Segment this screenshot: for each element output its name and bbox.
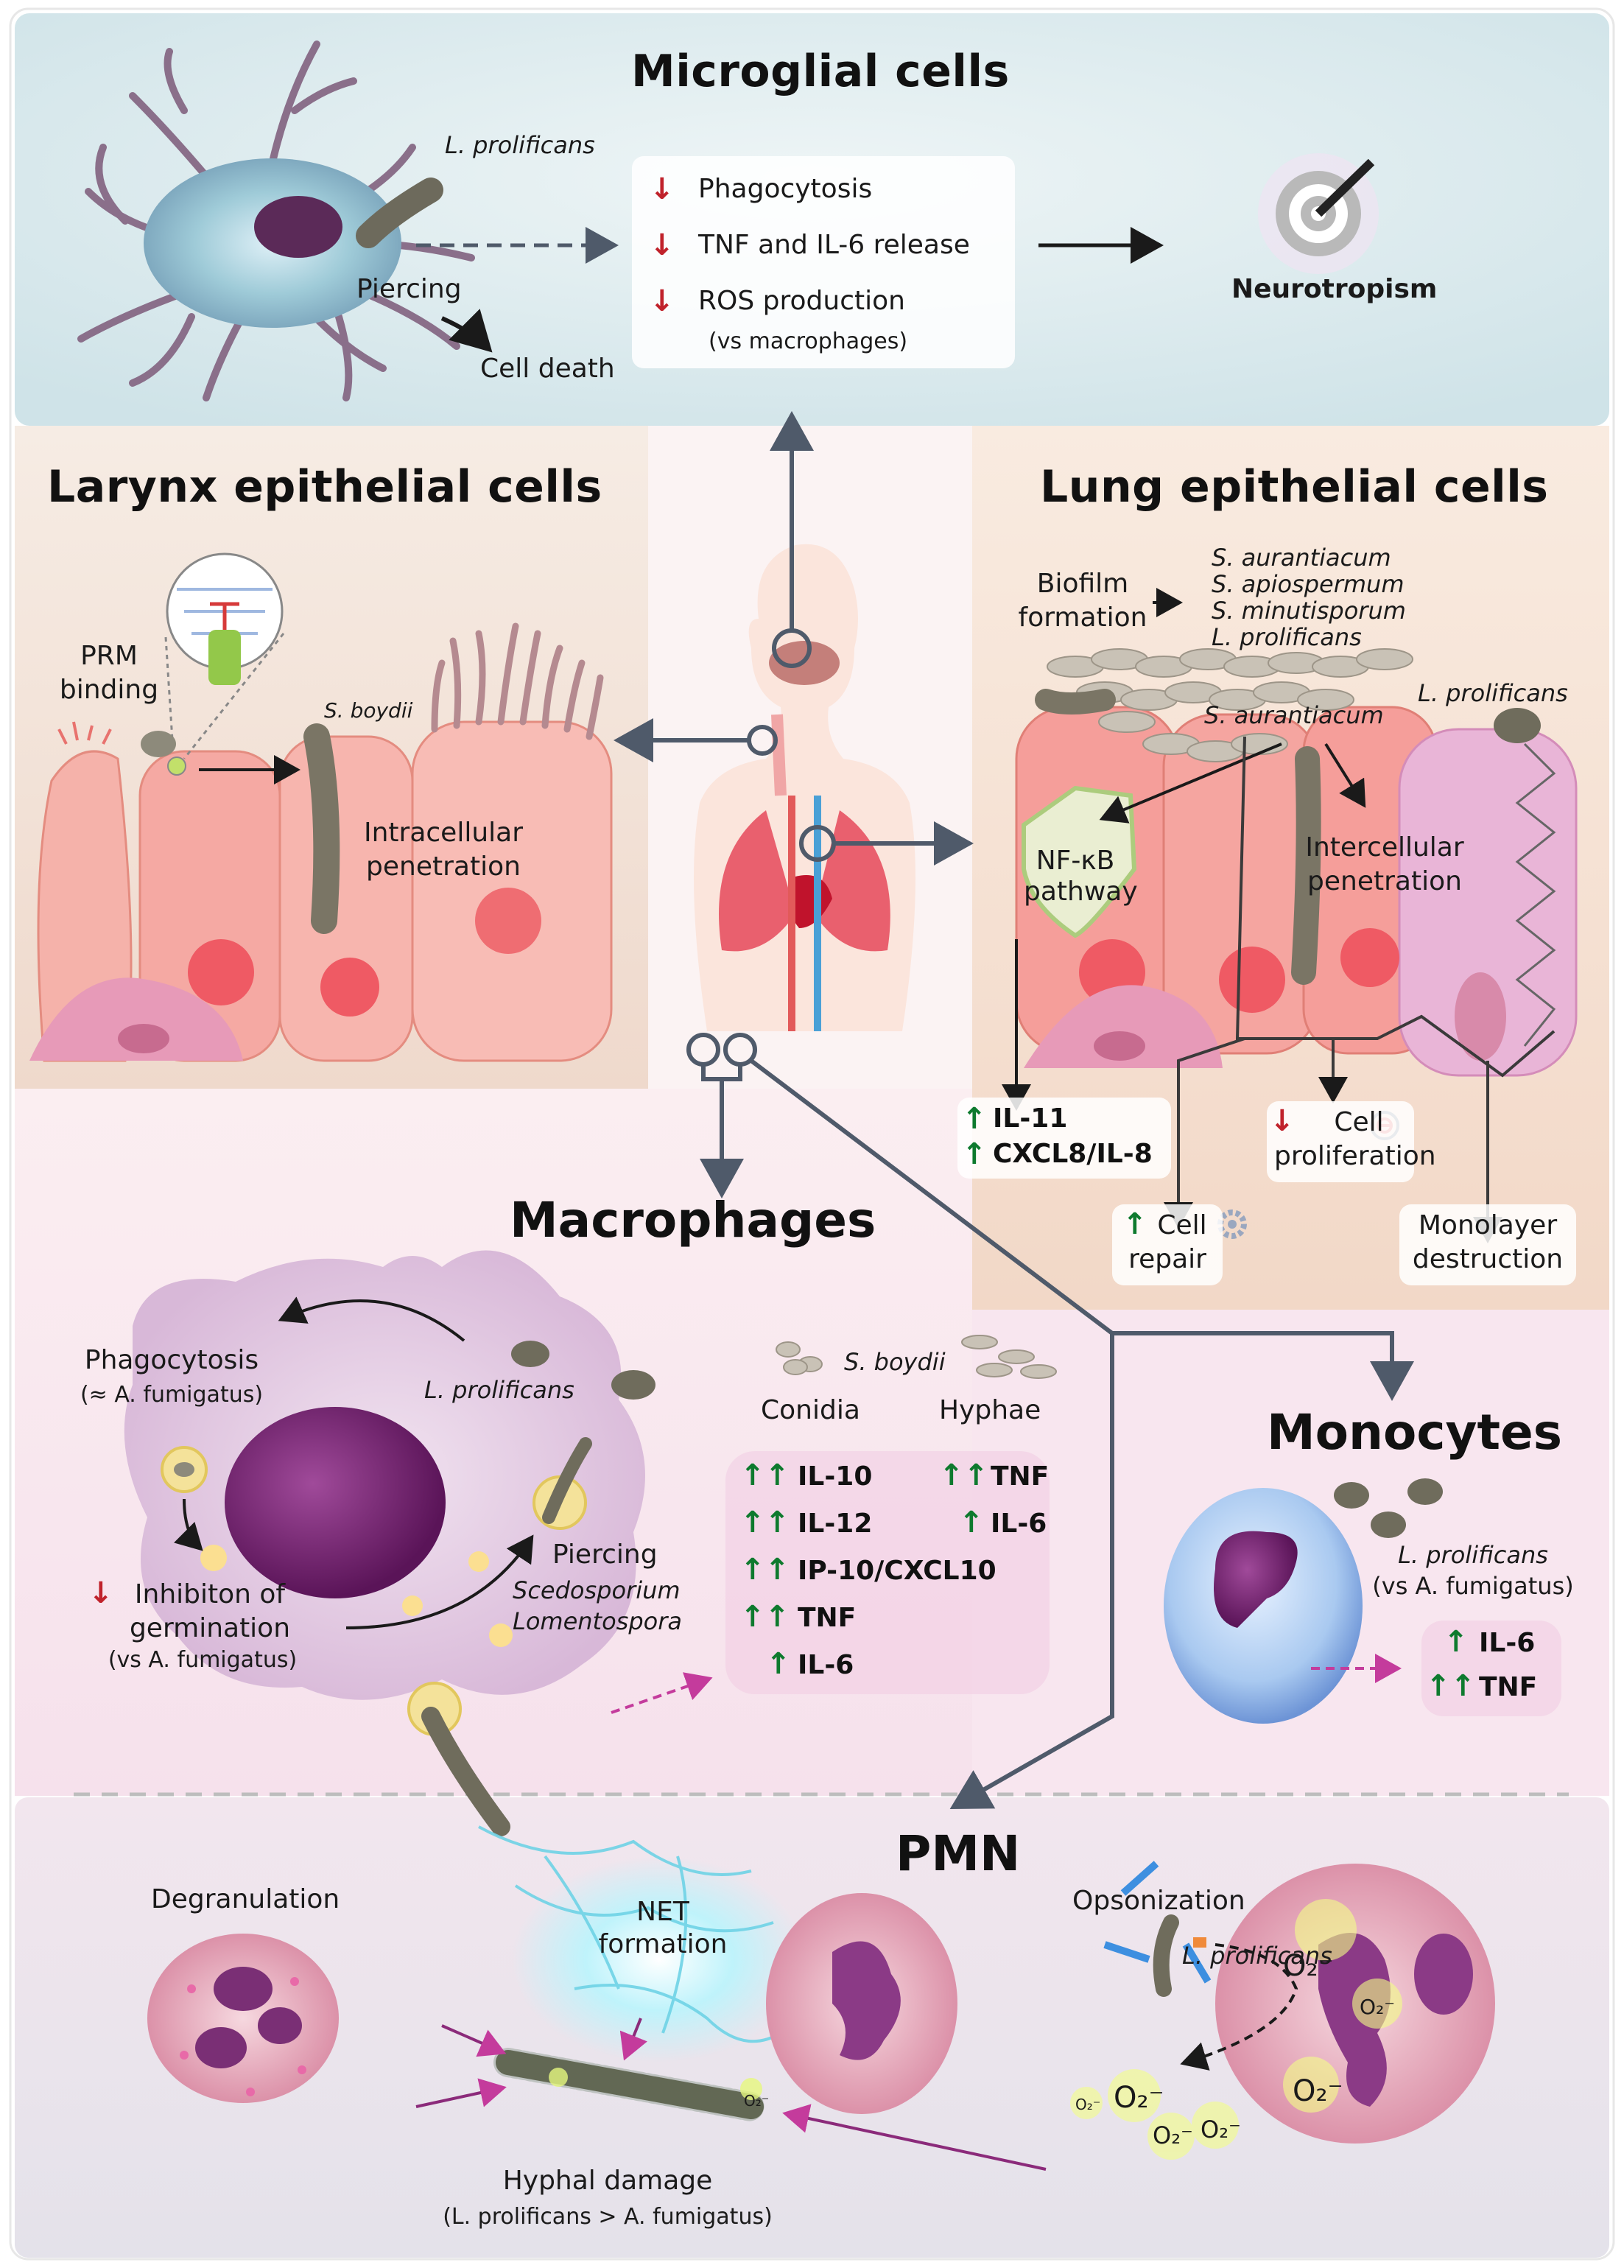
lung-epithelium <box>1002 588 1578 1243</box>
monocyte-cytokine-2: TNF <box>1479 1672 1538 1702</box>
macrophage-piercing-label: Piercing <box>552 1539 658 1570</box>
lung-cytokine-box: ↑ IL-11 ↑ CXCL8/IL-8 <box>957 1098 1171 1179</box>
net-formation-label: NET formation <box>598 1897 728 1959</box>
target-icon <box>1258 153 1379 274</box>
hyphae-cytokine-1: TNF <box>991 1461 1050 1492</box>
lung-cytokine-cxcl8: CXCL8/IL-8 <box>993 1139 1153 1169</box>
sboydii-label: S. boydii <box>844 1348 946 1376</box>
cell-proliferation-label: Cell proliferation <box>1274 1107 1436 1171</box>
biofilm-species-1: S. aurantiacum <box>1212 544 1391 572</box>
effect-tnf-il6: TNF and IL-6 release <box>698 230 970 260</box>
up-arrow-icon: ↑ <box>962 1102 987 1136</box>
conidia-cytokine-4: TNF <box>798 1603 857 1633</box>
pmn-species-label: L. prolificans <box>1182 1942 1332 1970</box>
up-arrow-icon: ↑ <box>766 1647 791 1681</box>
up-arrow-icon: ↑ <box>1122 1207 1147 1241</box>
microglia-species-label: L. prolificans <box>445 131 595 159</box>
up-arrow-icon: ↑ <box>959 1506 984 1539</box>
double-up-arrow-icon: ↑↑ <box>740 1506 790 1539</box>
superoxide-label: O₂⁻ <box>1114 2081 1164 2115</box>
cell-proliferation-box: ↓ Cell proliferation <box>1267 1101 1436 1182</box>
lung-title: Lung epithelial cells <box>1040 461 1549 513</box>
superoxide-label: O₂⁻ <box>1293 2074 1343 2108</box>
monocyte-species-label: L. prolificans <box>1398 1541 1548 1569</box>
superoxide-label: O₂⁻ <box>1153 2121 1193 2149</box>
monolayer-label: Monolayer destruction <box>1412 1210 1564 1274</box>
phagocytosis-note: (≈ A. fumigatus) <box>80 1382 264 1408</box>
monolayer-box: Monolayer destruction <box>1399 1204 1576 1285</box>
pmn-illustration <box>147 1825 1495 2171</box>
monocyte-note: (vs A. fumigatus) <box>1372 1572 1574 1600</box>
monocytes-title: Monocytes <box>1267 1404 1563 1461</box>
down-arrow-icon: ↓ <box>88 1576 113 1610</box>
double-up-arrow-icon: ↑↑ <box>740 1458 790 1492</box>
opsonization-label: Opsonization <box>1072 1886 1245 1916</box>
conidia-cytokine-5: IL-6 <box>798 1650 854 1680</box>
gear-icon <box>1217 1210 1247 1239</box>
prm-binding-label: PRM binding <box>59 641 159 705</box>
macrophages-title: Macrophages <box>510 1192 876 1249</box>
effect-phagocytosis: Phagocytosis <box>698 174 873 204</box>
phagocytosis-label: Phagocytosis <box>84 1345 259 1375</box>
piercing-label: Piercing <box>356 274 462 304</box>
down-arrow-icon: ↓ <box>650 172 675 206</box>
conidia-cytokine-2: IL-12 <box>798 1509 873 1539</box>
hyphae-header: Hyphae <box>939 1395 1041 1425</box>
microglial-cell <box>77 41 475 401</box>
larynx-epithelium <box>29 552 613 1062</box>
neurotropism-label: Neurotropism <box>1231 274 1438 304</box>
intracellular-label: Intracellular penetration <box>363 818 524 882</box>
effect-ros: ROS production <box>698 286 905 316</box>
macrophage-species-label: L. prolificans <box>424 1376 574 1404</box>
inhibition-note: (vs A. fumigatus) <box>108 1647 298 1673</box>
pmn-title: PMN <box>896 1825 1021 1882</box>
down-arrow-icon: ↓ <box>650 284 675 318</box>
hyphal-damage-label: Hyphal damage <box>502 2166 713 2196</box>
down-arrow-icon: ↓ <box>1270 1104 1295 1138</box>
conidia-cytokine-1: IL-10 <box>798 1461 873 1492</box>
sboydii-icons <box>776 1335 1057 1379</box>
conidia-cytokine-3: IP-10/CXCL10 <box>798 1556 996 1586</box>
superoxide-label: O₂⁻ <box>1283 1949 1334 1983</box>
pierce-species-1: Scedosporium <box>513 1576 681 1604</box>
superoxide-label: O₂⁻ <box>744 2092 770 2110</box>
up-arrow-icon: ↑ <box>1444 1625 1469 1659</box>
macrophage-cell <box>124 1250 713 1836</box>
hyphal-damage-note: (L. prolificans > A. fumigatus) <box>443 2204 773 2230</box>
nfkb-label: NF-κB pathway <box>1024 846 1138 907</box>
hyphae-cytokine-2: IL-6 <box>991 1509 1047 1539</box>
effects-note: (vs macrophages) <box>709 329 908 354</box>
superoxide-label: O₂⁻ <box>1360 1995 1396 2019</box>
double-up-arrow-icon: ↑↑ <box>939 1458 989 1492</box>
biofilm-species-4: L. prolificans <box>1212 623 1362 651</box>
degranulation-label: Degranulation <box>151 1884 340 1914</box>
biofilm-species-2: S. apiospermum <box>1212 570 1405 598</box>
lung-species-b: L. prolificans <box>1418 679 1568 707</box>
monocyte-cytokine-1: IL-6 <box>1479 1628 1536 1658</box>
larynx-species-label: S. boydii <box>324 698 413 723</box>
double-up-arrow-icon: ↑↑ <box>740 1553 790 1587</box>
larynx-title: Larynx epithelial cells <box>47 461 602 513</box>
lung-cytokine-il11: IL-11 <box>993 1103 1068 1134</box>
up-arrow-icon: ↑ <box>962 1137 987 1171</box>
monocyte-cell <box>1164 1478 1561 1724</box>
biofilm-species-3: S. minutisporum <box>1212 597 1406 625</box>
pierce-species-2: Lomentospora <box>513 1607 682 1635</box>
microglia-effects-box: ↓ Phagocytosis ↓ TNF and IL-6 release ↓ … <box>632 156 1015 368</box>
cell-death-label: Cell death <box>480 354 615 384</box>
cell-repair-label: Cell repair <box>1128 1210 1207 1274</box>
cell-repair-box: ↑ Cell repair <box>1112 1204 1223 1285</box>
biofilm-label: Biofilm formation <box>1018 569 1147 633</box>
inhibition-label: Inhibiton of germination <box>129 1579 291 1643</box>
double-up-arrow-icon: ↑↑ <box>740 1600 790 1634</box>
conidia-header: Conidia <box>761 1395 860 1425</box>
microglia-title: Microglial cells <box>631 46 1010 97</box>
superoxide-label: O₂⁻ <box>1201 2116 1241 2144</box>
lung-species-a: S. aurantiacum <box>1204 701 1384 729</box>
intercellular-label: Intercellular penetration <box>1305 832 1464 896</box>
down-arrow-icon: ↓ <box>650 228 675 262</box>
superoxide-label: O₂⁻ <box>1075 2096 1101 2113</box>
double-up-arrow-icon: ↑↑ <box>1426 1669 1476 1703</box>
